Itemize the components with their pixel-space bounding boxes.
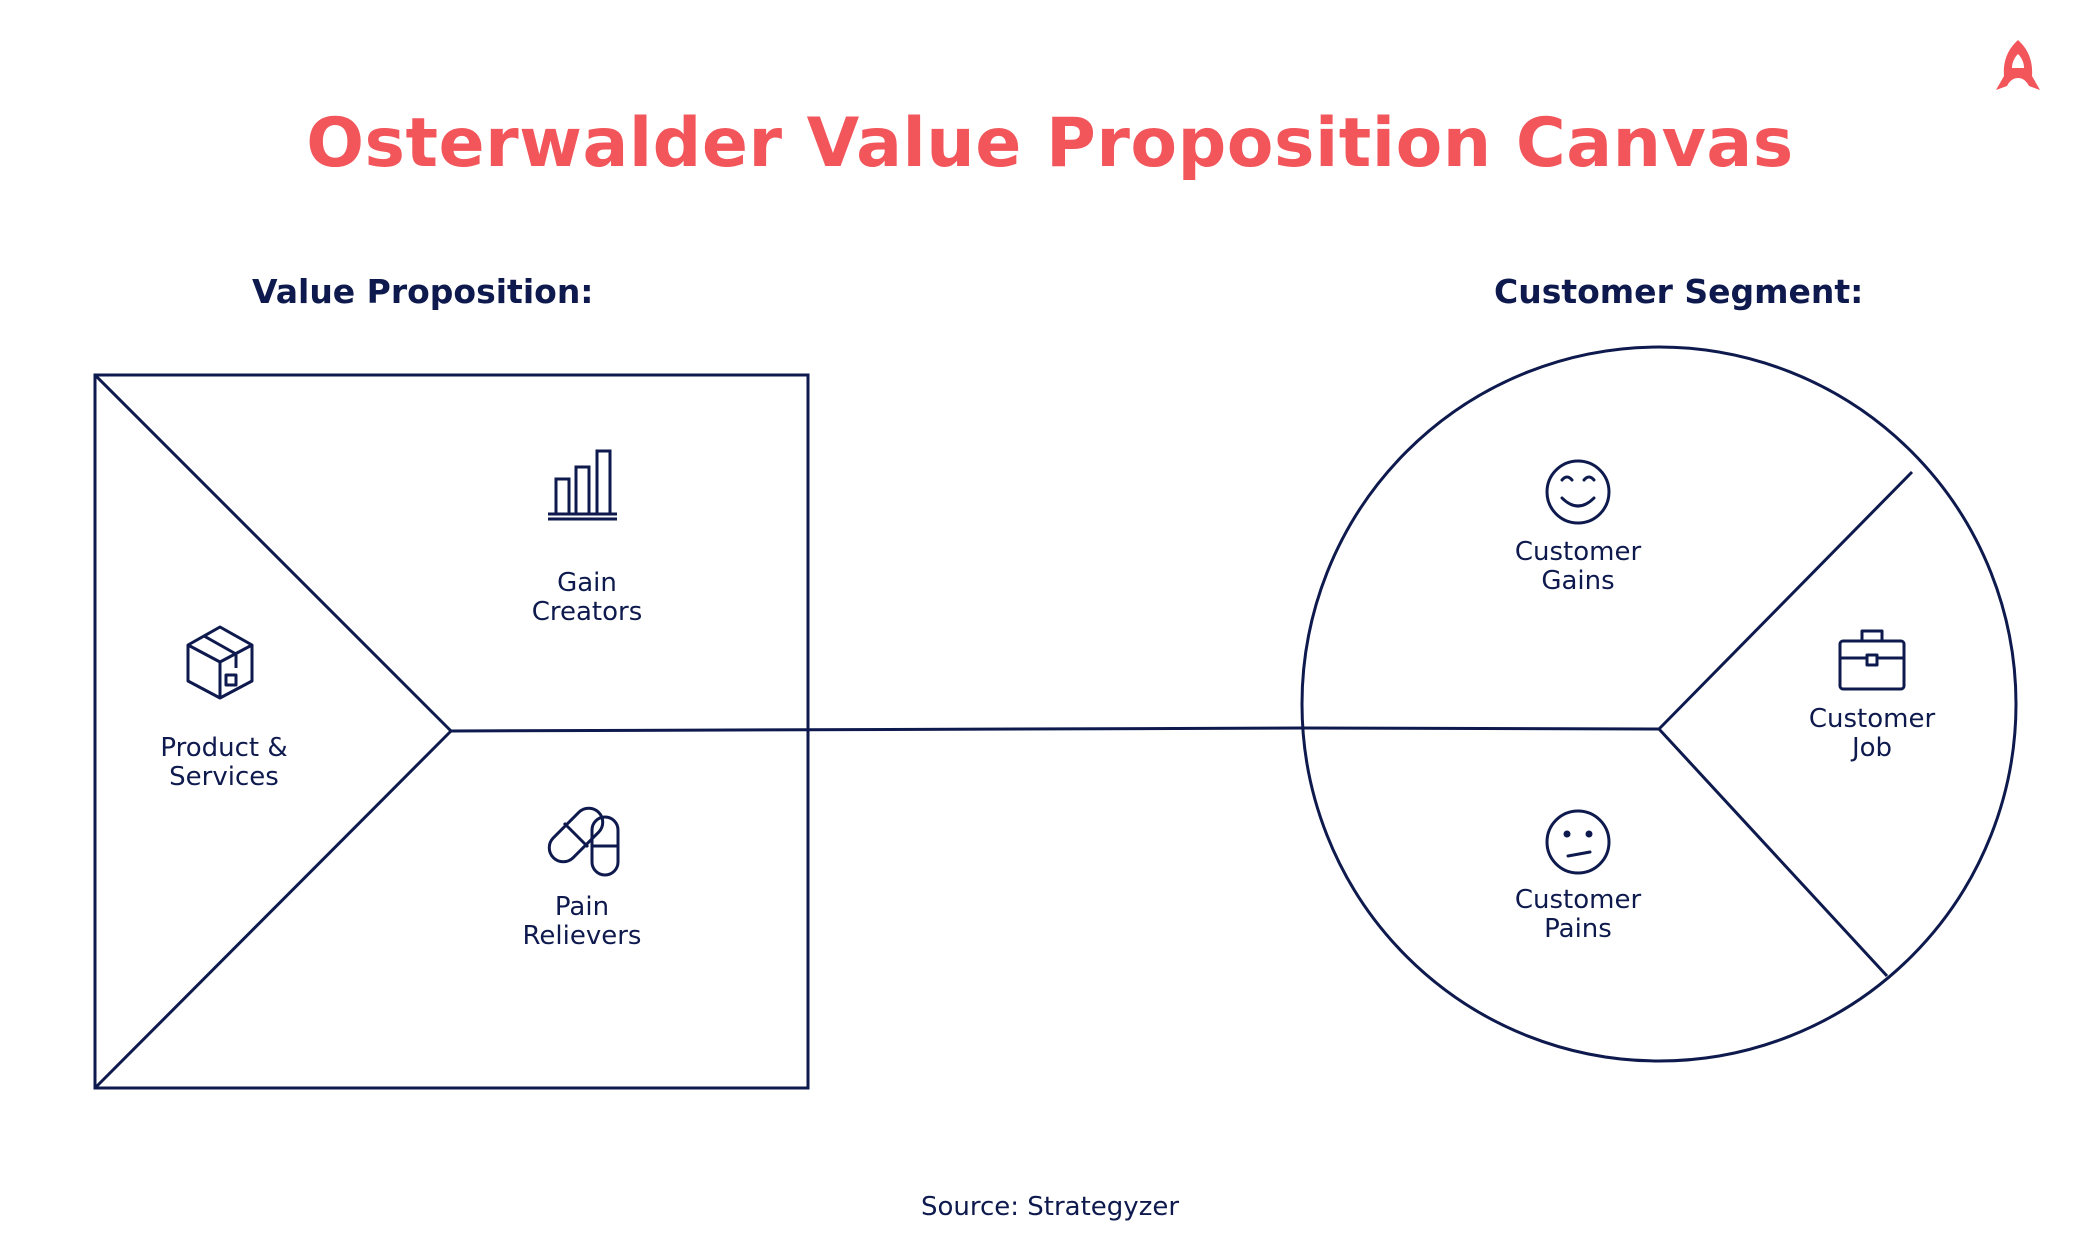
rocket-logo-icon bbox=[1996, 40, 2040, 90]
customer-pains-label: Customer Pains bbox=[1514, 885, 1642, 944]
page-title: Osterwalder Value Proposition Canvas bbox=[306, 104, 1794, 183]
source-caption: Source: Strategyzer bbox=[920, 1192, 1180, 1222]
bar-chart-icon bbox=[548, 449, 617, 521]
circle-line-lower-right bbox=[1657, 727, 1889, 978]
customer-job-label: Customer Job bbox=[1808, 704, 1936, 763]
circle-line-left bbox=[1301, 726, 1660, 731]
circle-line-upper-right bbox=[1657, 470, 1914, 731]
gain-creators-label: Gain Creators bbox=[531, 568, 643, 627]
pills-icon bbox=[547, 806, 620, 877]
customer-gains-label: Customer Gains bbox=[1514, 537, 1642, 596]
confused-face-icon bbox=[1545, 809, 1611, 875]
square-diagonal-top bbox=[93, 373, 453, 733]
square-diagonal-bottom bbox=[93, 729, 453, 1090]
value-proposition-heading: Value Proposition: bbox=[252, 272, 594, 311]
pain-relievers-label: Pain Relievers bbox=[522, 892, 642, 951]
connector-line bbox=[450, 726, 1305, 733]
value-proposition-square bbox=[93, 373, 810, 1090]
customer-segment-heading: Customer Segment: bbox=[1494, 272, 1864, 311]
products-services-label: Product & Services bbox=[160, 733, 288, 792]
briefcase-icon bbox=[1838, 629, 1906, 691]
customer-segment-circle bbox=[1300, 345, 2018, 1063]
box-icon bbox=[186, 625, 254, 700]
smiley-face-icon bbox=[1545, 459, 1611, 525]
